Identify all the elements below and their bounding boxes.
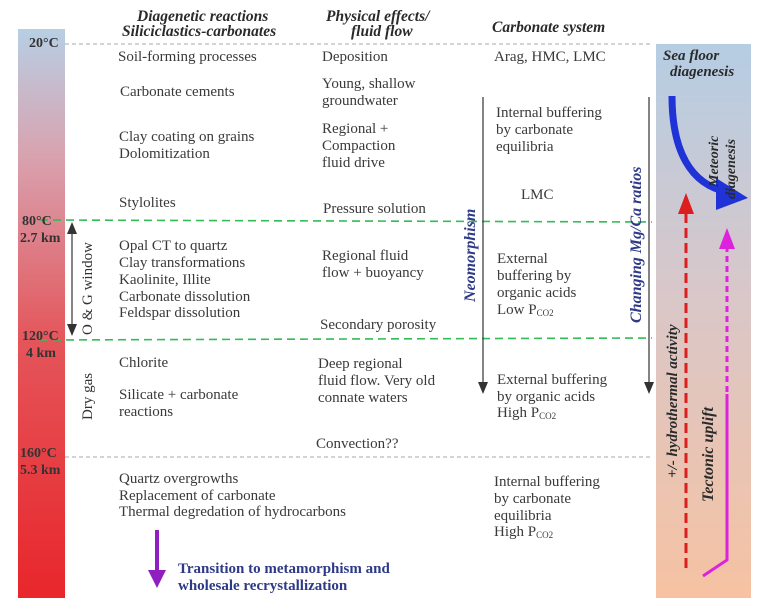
- silicate-carbonate: Silicate + carbonate: [119, 387, 239, 403]
- tectonic-uplift-label: Tectonic uplift: [700, 407, 717, 502]
- carbonate-cements: Carbonate cements: [120, 84, 235, 100]
- young-shallow: Young, shallow: [322, 76, 416, 92]
- footer-line2: wholesale recrystallization: [178, 578, 348, 594]
- secondary-porosity: Secondary porosity: [320, 317, 437, 333]
- equilibria-1: equilibria: [496, 139, 554, 155]
- clay-transformations: Clay transformations: [119, 255, 246, 271]
- fluid-flow-old: fluid flow. Very old: [318, 373, 436, 389]
- deep-regional: Deep regional: [318, 356, 403, 372]
- external-1: External: [497, 251, 548, 267]
- header-physical: Physical effects/: [326, 8, 430, 25]
- mgca-label: Changing Mg/Ca ratios: [628, 166, 645, 324]
- high-pco2-1: High PCO2: [497, 405, 557, 421]
- compaction: Compaction: [322, 138, 396, 154]
- high-pco2-2: High PCO2: [494, 524, 554, 540]
- internal-buffering-2: Internal buffering: [494, 474, 600, 490]
- depth-160: 5.3 km: [20, 463, 61, 478]
- flow-buoyancy: flow + buoyancy: [322, 265, 424, 281]
- convection: Convection??: [316, 436, 399, 452]
- right-panel: [656, 44, 751, 598]
- regional-fluid: Regional fluid: [322, 248, 409, 264]
- by-carbonate-2: by carbonate: [494, 491, 572, 507]
- header-fluid-flow: fluid flow: [351, 23, 413, 40]
- footer-line1: Transition to metamorphism and: [178, 561, 390, 577]
- organic-acids-2: by organic acids: [497, 389, 596, 405]
- feldspar-dissolution: Feldspar dissolution: [119, 305, 241, 321]
- neomorphism-label: Neomorphism: [462, 208, 479, 302]
- og-window-label: O & G window: [80, 242, 96, 335]
- thermal-degradation: Thermal degredation of hydrocarbons: [119, 504, 346, 520]
- internal-buffering-1: Internal buffering: [496, 105, 602, 121]
- soil-forming: Soil-forming processes: [118, 49, 257, 65]
- kaolinite-illite: Kaolinite, Illite: [119, 272, 211, 288]
- groundwater: groundwater: [322, 93, 398, 109]
- header-diagenetic: Diagenetic reactions: [137, 8, 269, 25]
- header-carbonate: Carbonate system: [492, 19, 606, 36]
- low-pco2: Low PCO2: [497, 302, 554, 318]
- replacement-carbonate: Replacement of carbonate: [119, 488, 276, 504]
- clay-coating: Clay coating on grains: [119, 129, 255, 145]
- lmc: LMC: [521, 187, 554, 203]
- temperature-bar: [18, 29, 65, 598]
- carbonate-minerals: Arag, HMC, LMC: [494, 49, 606, 65]
- temp-20: 20°C: [29, 36, 59, 51]
- dry-gas-label: Dry gas: [80, 372, 96, 420]
- temp-120: 120°C: [22, 329, 59, 344]
- carbonate-dissolution: Carbonate dissolution: [119, 289, 251, 305]
- sea-floor-label: Sea floor: [663, 48, 720, 64]
- tectonic-uplift-line: [702, 394, 729, 578]
- reactions: reactions: [119, 404, 174, 420]
- organic-acids-1: organic acids: [497, 285, 577, 301]
- temp-160: 160°C: [20, 446, 57, 461]
- sea-floor-diagenesis-label: diagenesis: [670, 64, 735, 80]
- buffering-by: buffering by: [497, 268, 572, 284]
- hydrothermal-label: +/- hydrothermal activity: [665, 324, 681, 478]
- line-120c: [39, 337, 653, 341]
- quartz-overgrowths: Quartz overgrowths: [119, 471, 239, 487]
- stylolites: Stylolites: [119, 195, 176, 211]
- opal-ct: Opal CT to quartz: [119, 238, 228, 254]
- external-buffering-2: External buffering: [497, 372, 608, 388]
- meteoric-label: Meteoric: [707, 135, 722, 187]
- line-80c: [39, 219, 653, 223]
- connate-waters: connate waters: [318, 390, 408, 406]
- chlorite: Chlorite: [119, 355, 169, 371]
- diagenesis-label: diagenesis: [724, 139, 739, 199]
- pressure-solution: Pressure solution: [323, 201, 426, 217]
- fluid-drive: fluid drive: [322, 155, 385, 171]
- equilibria-2: equilibria: [494, 508, 552, 524]
- by-carbonate-1: by carbonate: [496, 122, 574, 138]
- temp-80: 80°C: [22, 214, 52, 229]
- dolomitization: Dolomitization: [119, 146, 210, 162]
- depth-120: 4 km: [26, 346, 56, 361]
- deposition: Deposition: [322, 49, 388, 65]
- header-siliciclastics: Siliciclastics-carbonates: [122, 23, 277, 40]
- depth-80: 2.7 km: [20, 231, 61, 246]
- regional-plus: Regional +: [322, 121, 389, 137]
